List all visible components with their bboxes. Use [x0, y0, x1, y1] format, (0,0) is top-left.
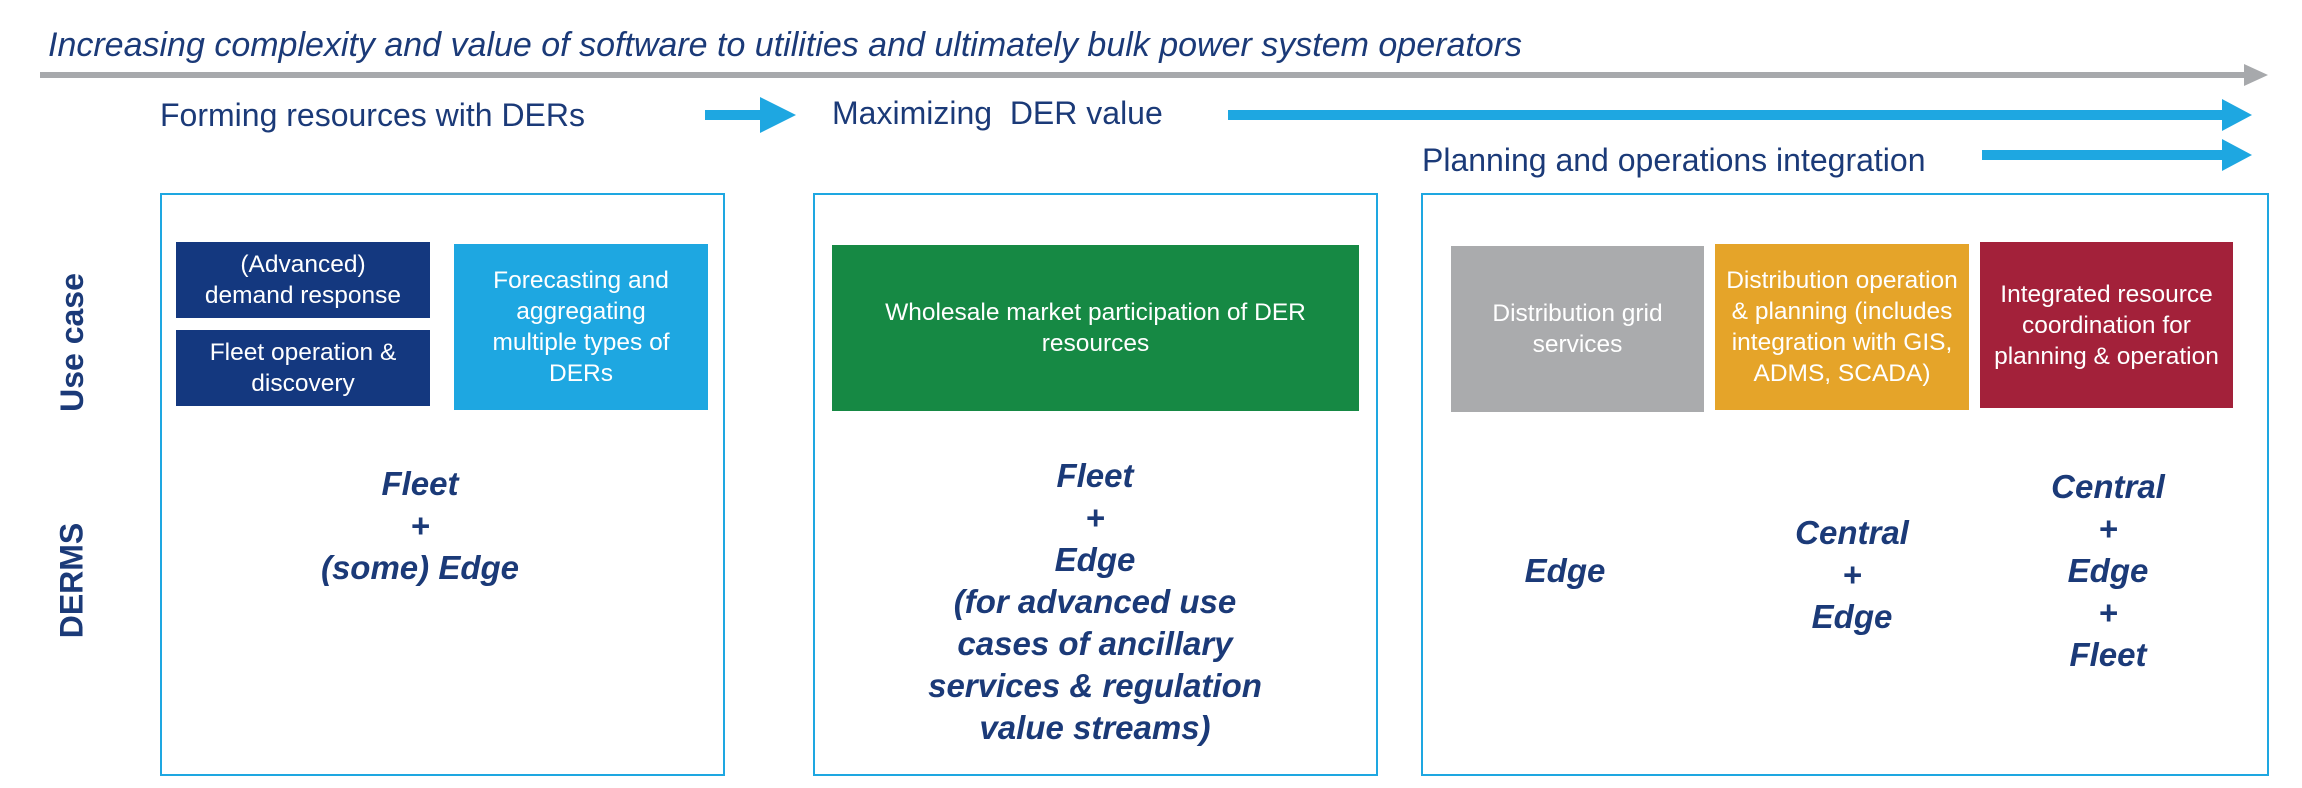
derms-line: Central — [2051, 468, 2165, 505]
derms-line: Edge — [1054, 541, 1136, 578]
derms-line: Edge — [1524, 552, 1606, 589]
derms-planning-col3: Central + Edge + Fleet — [2008, 466, 2208, 676]
use-case-distribution-grid-services: Distribution grid services — [1451, 246, 1704, 412]
use-case-demand-response: (Advanced) demand response — [176, 242, 430, 318]
stage-label-maximizing: Maximizing DER value — [832, 95, 1163, 131]
derms-line: + — [410, 507, 430, 544]
derms-line: (for advanced use — [953, 583, 1237, 620]
derms-line: Edge — [1811, 598, 1893, 635]
derms-forming: Fleet + (some) Edge — [220, 463, 620, 589]
header-arrow — [40, 64, 2268, 86]
panel-planning — [1421, 193, 2269, 776]
row-label-derms-wrap: DERMS — [32, 500, 112, 660]
panel-forming — [160, 193, 725, 776]
derms-line: services & regulation — [928, 667, 1262, 704]
derms-line: + — [1842, 556, 1862, 593]
derms-line: value streams) — [979, 709, 1211, 746]
stage-label-forming: Forming resources with DERs — [160, 97, 585, 133]
stage-label-planning: Planning and operations integration — [1422, 142, 1926, 178]
use-case-wholesale-market: Wholesale market participation of DER re… — [832, 245, 1359, 411]
header-title: Increasing complexity and value of softw… — [48, 26, 1523, 64]
use-case-fleet-operation: Fleet operation & discovery — [176, 330, 430, 406]
derms-line: + — [2098, 594, 2118, 631]
derms-planning-col2: Central + Edge — [1752, 512, 1952, 638]
row-label-use-case: Use case — [53, 272, 90, 412]
stage1-arrow — [705, 97, 796, 133]
derms-line: (some) Edge — [320, 549, 520, 586]
derms-line: + — [1085, 499, 1105, 536]
derms-line: Fleet — [381, 465, 459, 502]
derms-line: Edge — [2067, 552, 2149, 589]
derms-line: Fleet — [2069, 636, 2147, 673]
use-case-distribution-operation-planning: Distribution operation & planning (inclu… — [1715, 244, 1969, 410]
derms-maximizing: Fleet + Edge (for advanced use cases of … — [855, 455, 1335, 749]
derms-line: Fleet — [1056, 457, 1134, 494]
derms-line: Central — [1795, 514, 1909, 551]
panel-maximizing — [813, 193, 1378, 776]
derms-planning-col1: Edge — [1465, 550, 1665, 592]
use-case-forecasting: Forecasting and aggregating multiple typ… — [454, 244, 708, 410]
stage2-arrow — [1228, 99, 2252, 131]
use-case-integrated-resource-coordination: Integrated resource coordination for pla… — [1980, 242, 2233, 408]
row-label-use-case-wrap: Use case — [32, 252, 112, 432]
stage3-arrow — [1982, 139, 2252, 171]
derms-line: + — [2098, 510, 2118, 547]
derms-line: cases of ancillary — [957, 625, 1233, 662]
row-label-derms: DERMS — [53, 522, 90, 638]
